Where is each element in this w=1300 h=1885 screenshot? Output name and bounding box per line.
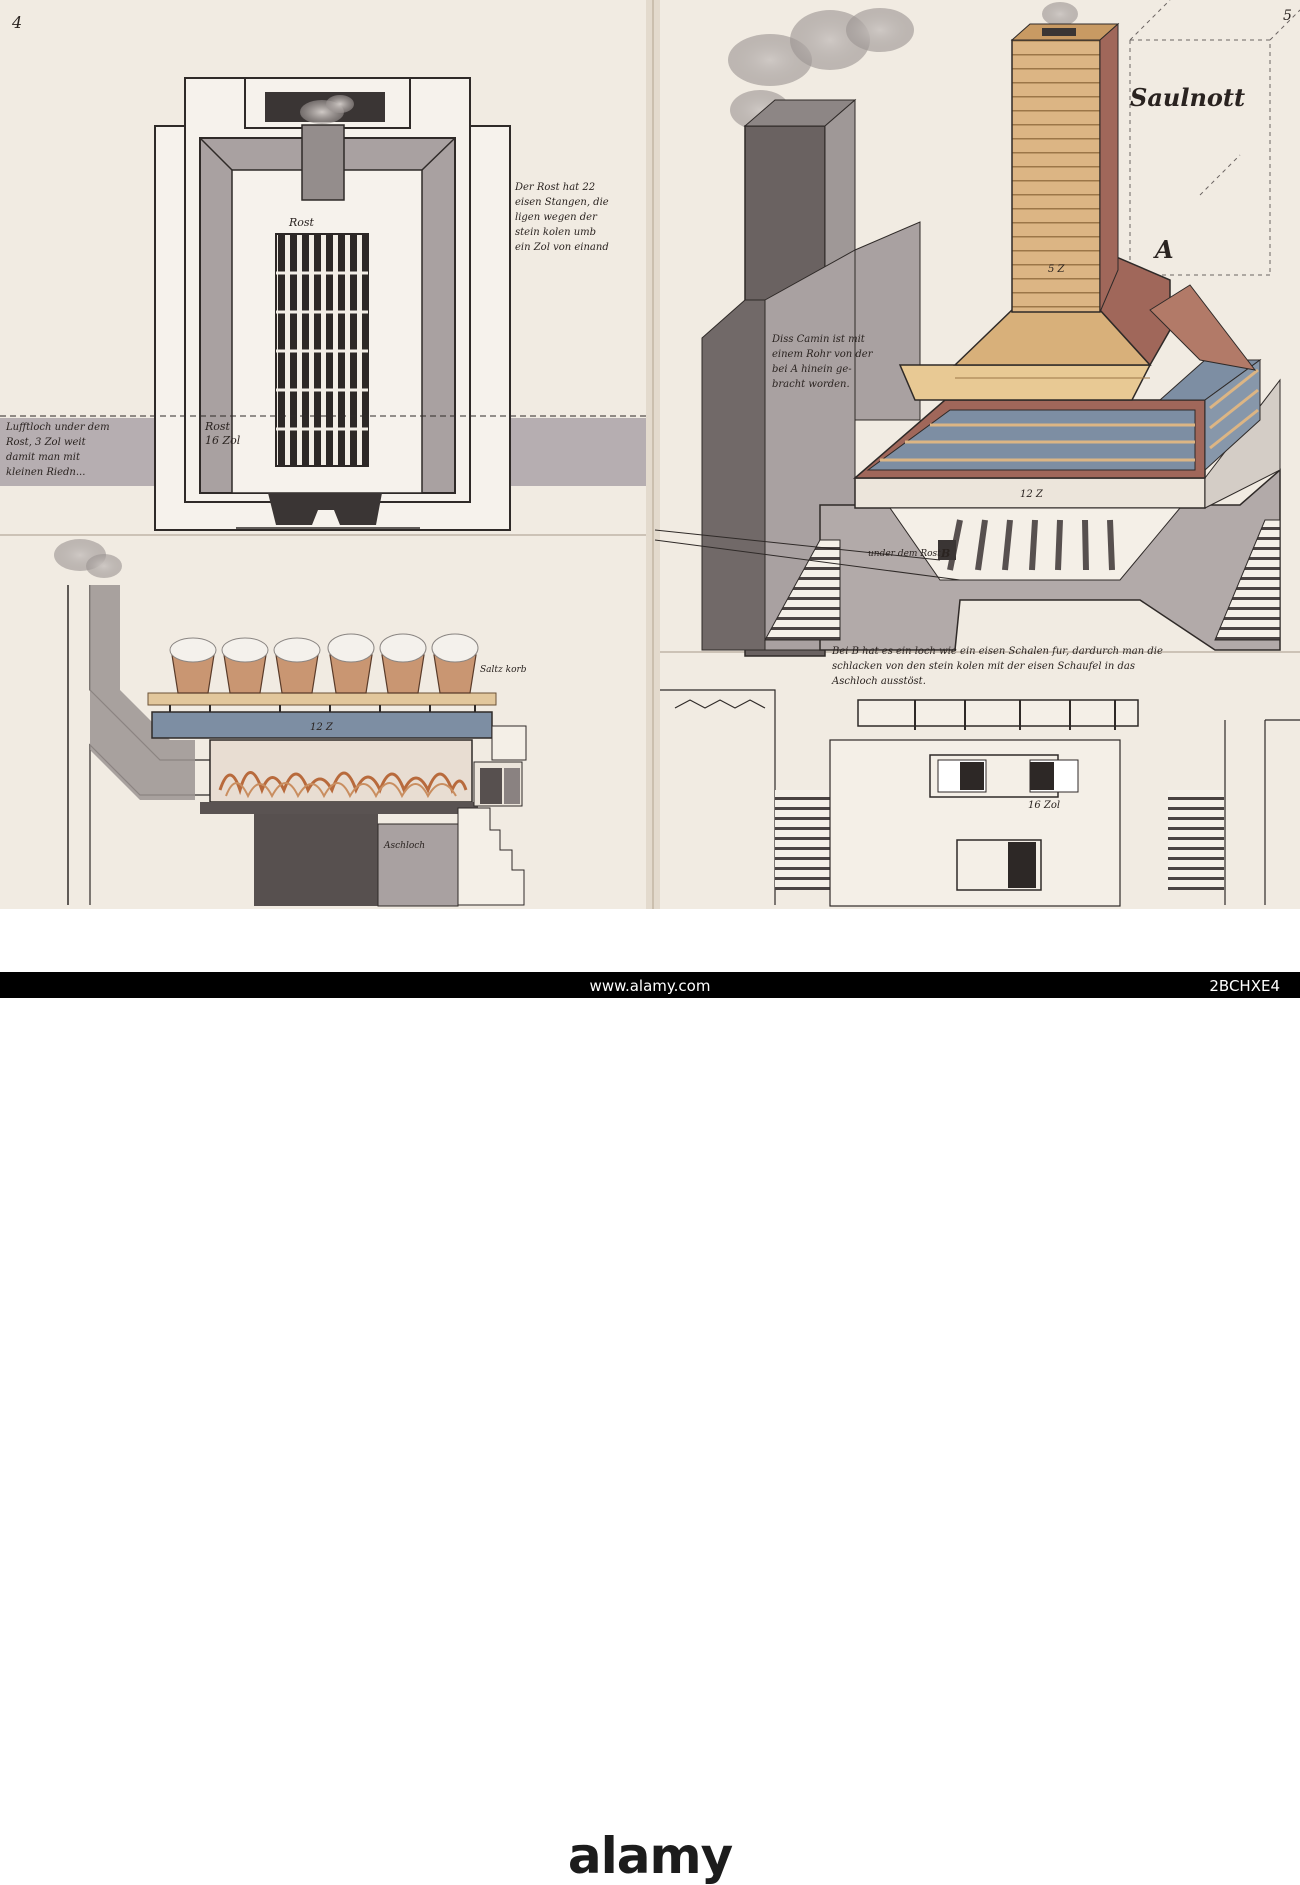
svg-text:Rost, 3 Zol weit: Rost, 3 Zol weit	[5, 437, 87, 448]
svg-text:Diss Camin ist mit: Diss Camin ist mit	[771, 334, 866, 345]
furnace-plan	[0, 77, 646, 531]
page-number-right: 5	[1283, 8, 1292, 24]
svg-text:eisen Stangen, die: eisen Stangen, die	[515, 197, 609, 208]
stock-image-id: 2BCHXE4	[1209, 977, 1280, 995]
label-5-zol: 5 Z	[1048, 264, 1066, 275]
front-elevation	[660, 689, 1300, 907]
label-rost-side: Rost	[204, 420, 231, 433]
chimney-note: Diss Camin ist mit einem Rohr von der be…	[771, 334, 874, 390]
svg-text:kleinen Riedn...: kleinen Riedn...	[6, 467, 85, 478]
svg-text:Lufftloch under dem: Lufftloch under dem	[5, 422, 110, 433]
label-rost: Rost	[288, 216, 315, 229]
svg-text:schlacken von den stein kolen: schlacken von den stein kolen mit der ei…	[832, 661, 1135, 672]
svg-text:damit man mit: damit man mit	[6, 452, 81, 463]
saltworks-perspective	[654, 0, 1300, 657]
svg-text:Der Rost hat 22: Der Rost hat 22	[514, 182, 595, 193]
stock-footer-text: www.alamy.com	[589, 977, 711, 995]
label-12-zol-b: 12 Z	[1020, 489, 1044, 500]
manuscript-spread: 4 5 Rost Rost 16 Zol Der Rost hat 22 eis…	[0, 0, 1300, 909]
label-aschloch: Aschloch	[383, 841, 425, 851]
salt-baskets	[171, 654, 477, 694]
svg-text:bei A hinein ge-: bei A hinein ge-	[772, 364, 852, 375]
svg-text:ein Zol von einand: ein Zol von einand	[515, 242, 609, 253]
svg-text:einem Rohr von der: einem Rohr von der	[772, 349, 874, 360]
bottom-note: Bei B hat es ein loch wie ein eisen Scha…	[831, 646, 1163, 687]
title-saulnott: Saulnott	[1130, 83, 1245, 112]
label-12-zol: 12 Z	[310, 722, 334, 733]
stock-logo: alamy	[567, 1827, 733, 1885]
letter-b: B	[940, 547, 950, 560]
label-salz-korb: Saltz korb	[480, 665, 527, 675]
svg-text:bracht worden.: bracht worden.	[772, 379, 850, 390]
svg-text:ligen wegen der: ligen wegen der	[515, 212, 598, 223]
chimney-flue	[301, 124, 345, 201]
label-rost-side-size: 16 Zol	[205, 434, 241, 447]
svg-text:Aschloch ausstöst.: Aschloch ausstöst.	[831, 676, 926, 687]
letter-a: A	[1153, 235, 1174, 264]
svg-text:stein kolen umb: stein kolen umb	[515, 227, 596, 238]
evaporation-pan	[151, 711, 493, 739]
left-note: Lufftloch under dem Rost, 3 Zol weit dam…	[5, 422, 110, 478]
label-under-rost: under dem Rost	[868, 549, 941, 559]
rost-note: Der Rost hat 22 eisen Stangen, die ligen…	[514, 182, 609, 253]
furnace-section	[54, 539, 527, 907]
svg-text:Bei B hat es ein loch wie ein: Bei B hat es ein loch wie ein eisen Scha…	[831, 646, 1163, 657]
page-number-left: 4	[11, 13, 22, 32]
label-16-zol: 16 Zol	[1028, 800, 1060, 811]
stock-footer-bar: www.alamy.com 2BCHXE4	[0, 972, 1300, 998]
